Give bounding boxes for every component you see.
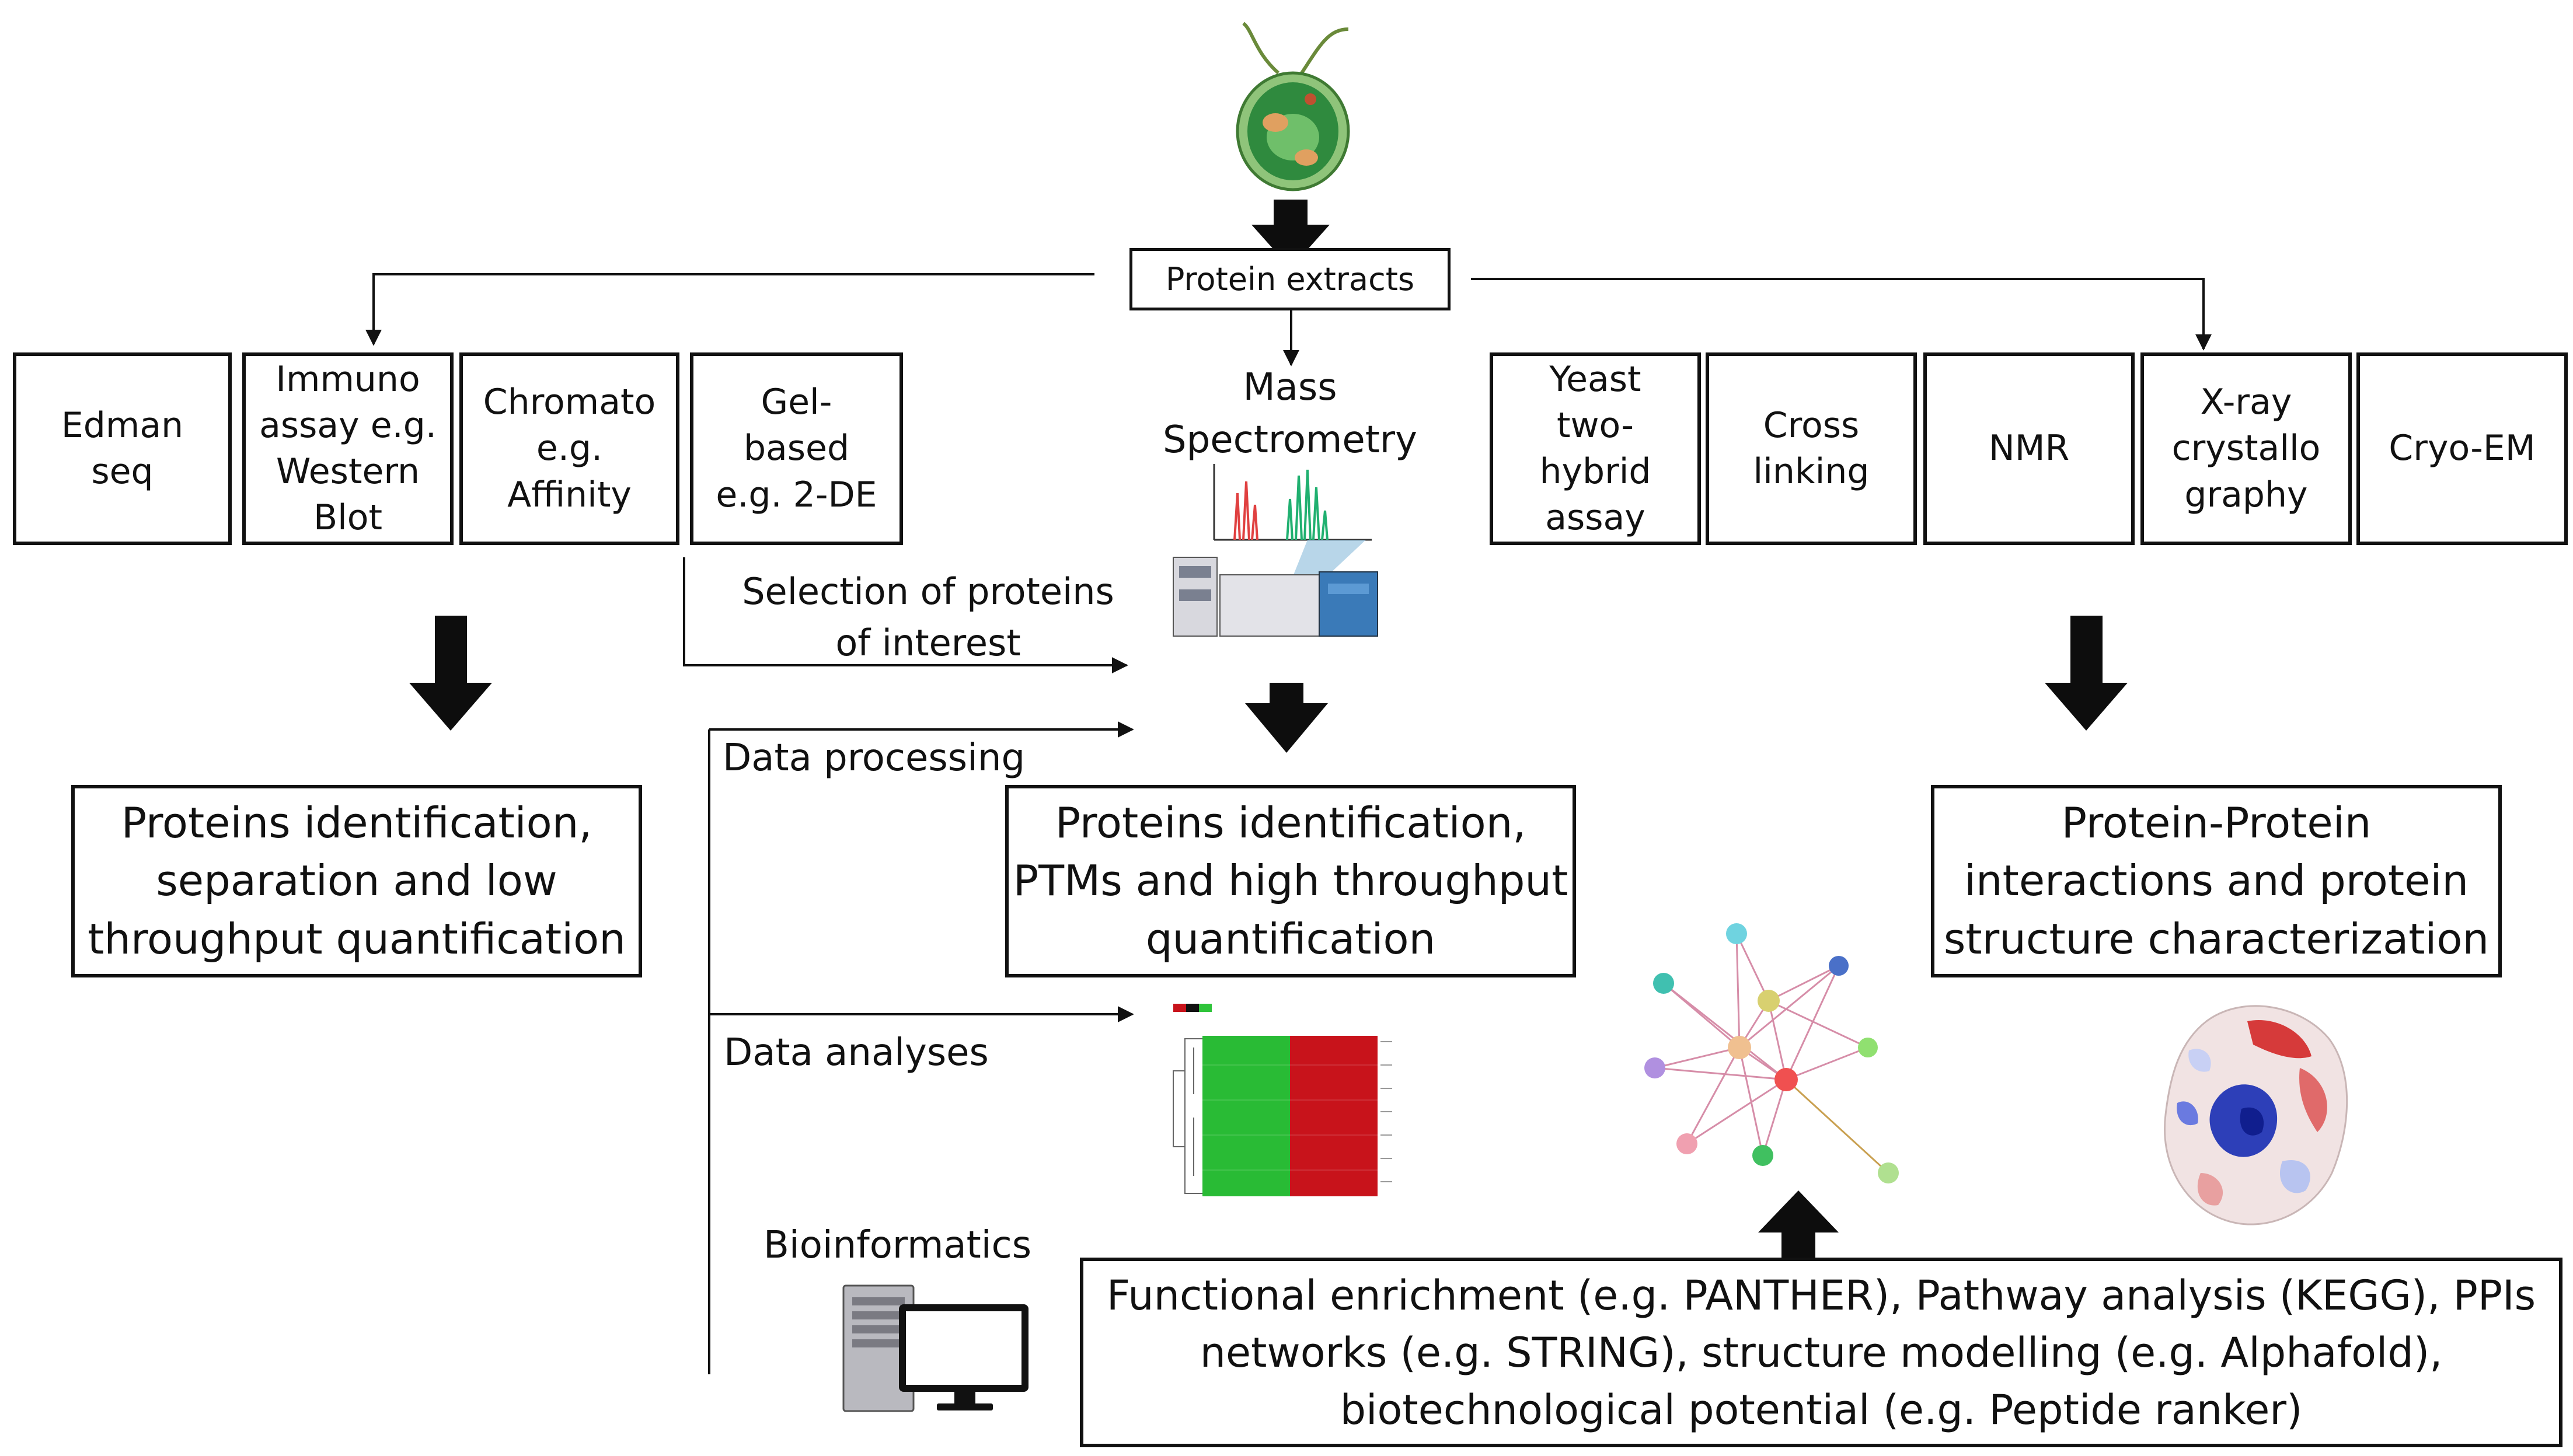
label-data-analyses: Data analyses (724, 1031, 989, 1074)
mass-spectrum-icon (1233, 469, 1329, 540)
bioinformatics-tools-box: Functional enrichment (e.g. PANTHER), Pa… (1080, 1258, 2562, 1447)
result-interactions-structure: Protein-Protein interactions and protein… (1931, 785, 2502, 977)
protein-extracts-box: Protein extracts (1129, 248, 1451, 310)
method-xray-crystallography: X-ray crystallo graphy (2140, 352, 2352, 545)
method-cross-linking: Cross linking (1706, 352, 1917, 545)
method-edman-seq: Edman seq (13, 352, 232, 545)
arrow-left-to-result (409, 616, 492, 731)
label-bioinformatics: Bioinformatics (763, 1224, 1032, 1267)
desktop-computer-icon (842, 1284, 1028, 1412)
arrow-right-to-result (2045, 616, 2128, 731)
protein-surface-icon (2164, 1005, 2348, 1225)
mass-spectrometer-icon (1173, 461, 1378, 637)
method-gel-based: Gel- based e.g. 2-DE (690, 352, 903, 545)
method-yeast-two-hybrid: Yeast two- hybrid assay (1490, 352, 1701, 545)
edge-selection-of-proteins (683, 557, 1128, 673)
arrow-bioinformatics-up (1758, 1190, 1839, 1261)
method-cryo-em: Cryo-EM (2356, 352, 2568, 545)
label-data-processing: Data processing (723, 736, 1026, 780)
edge-to-left-methods (365, 273, 1094, 346)
green-alga-cell-icon (1236, 22, 1350, 191)
method-chromatography: Chromato e.g. Affinity (459, 352, 679, 545)
arrow-center-to-result (1245, 683, 1328, 753)
method-nmr: NMR (1923, 352, 2135, 545)
heatmap-icon (1173, 1004, 1392, 1196)
result-low-throughput: Proteins identification, separation and … (71, 785, 642, 977)
mass-spectrometry-label: Mass Spectrometry (1163, 366, 1417, 462)
label-selection-of-proteins: Selection of proteins of interest (742, 570, 1114, 665)
edge-to-right-methods (1471, 278, 2212, 351)
string-network-icon (1644, 923, 1899, 1183)
result-high-throughput: Proteins identification, PTMs and high t… (1005, 785, 1576, 977)
arrow-cell-to-extracts (1251, 200, 1330, 268)
method-immunoassay: Immuno assay e.g. Western Blot (242, 352, 454, 545)
